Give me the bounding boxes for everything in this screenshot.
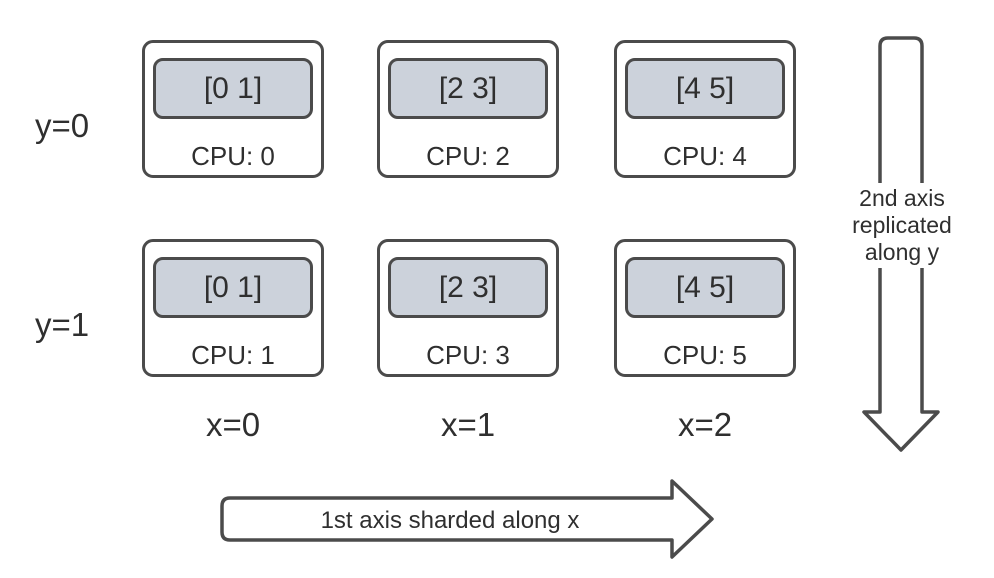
row-label-y1: y=1: [34, 306, 90, 343]
device-box-cpu0: [0 1] CPU: 0: [142, 40, 324, 178]
tensor-shard: [0 1]: [153, 58, 313, 119]
device-box-cpu1: [0 1] CPU: 1: [142, 239, 324, 377]
cpu-label: CPU: 1: [191, 340, 275, 370]
col-label-x1: x=1: [440, 406, 496, 443]
tensor-shard: [0 1]: [153, 257, 313, 318]
cpu-label: CPU: 0: [191, 141, 275, 171]
col-label-x0: x=0: [205, 406, 261, 443]
device-box-cpu2: [2 3] CPU: 2: [377, 40, 559, 178]
device-box-cpu3: [2 3] CPU: 3: [377, 239, 559, 377]
tensor-shard: [2 3]: [388, 58, 548, 119]
col-label-x2: x=2: [677, 406, 733, 443]
cpu-label: CPU: 5: [663, 340, 747, 370]
row-label-y0: y=0: [34, 107, 90, 144]
tensor-shard: [4 5]: [625, 58, 785, 119]
right-arrow-icon: [220, 479, 714, 559]
tensor-shard: [2 3]: [388, 257, 548, 318]
vertical-arrow-label: 2nd axis replicated along y: [838, 183, 966, 268]
device-box-cpu4: [4 5] CPU: 4: [614, 40, 796, 178]
cpu-label: CPU: 4: [663, 141, 747, 171]
tensor-shard: [4 5]: [625, 257, 785, 318]
cpu-label: CPU: 2: [426, 141, 510, 171]
horizontal-arrow-label: 1st axis sharded along x: [320, 507, 580, 534]
device-box-cpu5: [4 5] CPU: 5: [614, 239, 796, 377]
cpu-label: CPU: 3: [426, 340, 510, 370]
